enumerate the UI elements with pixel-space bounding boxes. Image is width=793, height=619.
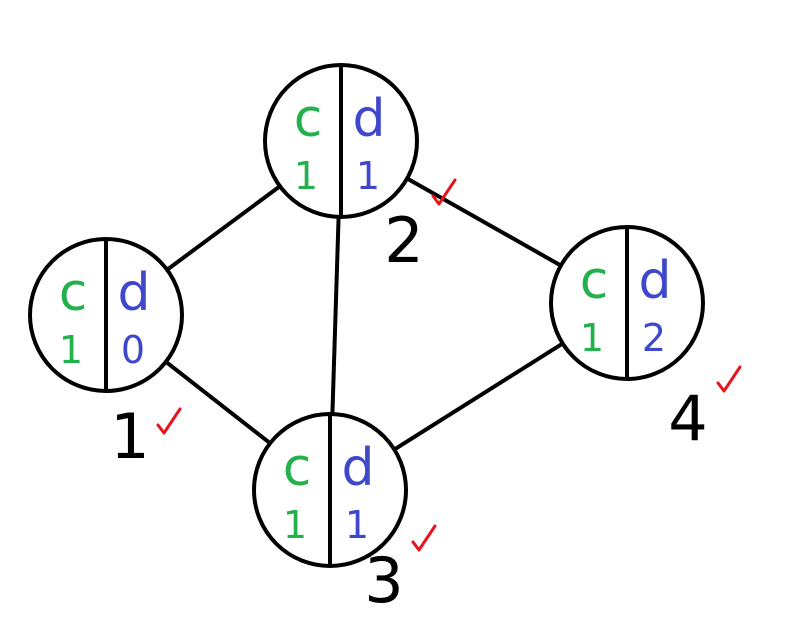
d-value: 1 xyxy=(356,154,380,198)
c-value: 1 xyxy=(580,316,604,360)
node-number-label: 4 xyxy=(668,382,707,455)
node-number-label: 3 xyxy=(364,544,403,617)
c-value: 1 xyxy=(283,503,307,547)
c-value: 1 xyxy=(294,154,318,198)
node-number-label: 1 xyxy=(110,400,149,473)
checkmark-icon xyxy=(156,407,182,435)
c-value: 1 xyxy=(59,328,83,372)
d-letter: d xyxy=(352,89,385,149)
d-value: 0 xyxy=(121,328,145,372)
c-letter: c xyxy=(59,263,88,323)
d-letter: d xyxy=(117,263,150,323)
node-number-label: 2 xyxy=(384,204,423,277)
d-letter: d xyxy=(638,251,671,311)
d-value: 1 xyxy=(345,503,369,547)
d-value: 2 xyxy=(642,316,666,360)
checkmark-icon xyxy=(431,178,457,206)
d-letter: d xyxy=(341,438,374,498)
c-letter: c xyxy=(294,89,323,149)
checkmark-icon xyxy=(716,365,742,393)
checkmark-icon xyxy=(411,524,437,552)
c-letter: c xyxy=(283,438,312,498)
c-letter: c xyxy=(580,251,609,311)
